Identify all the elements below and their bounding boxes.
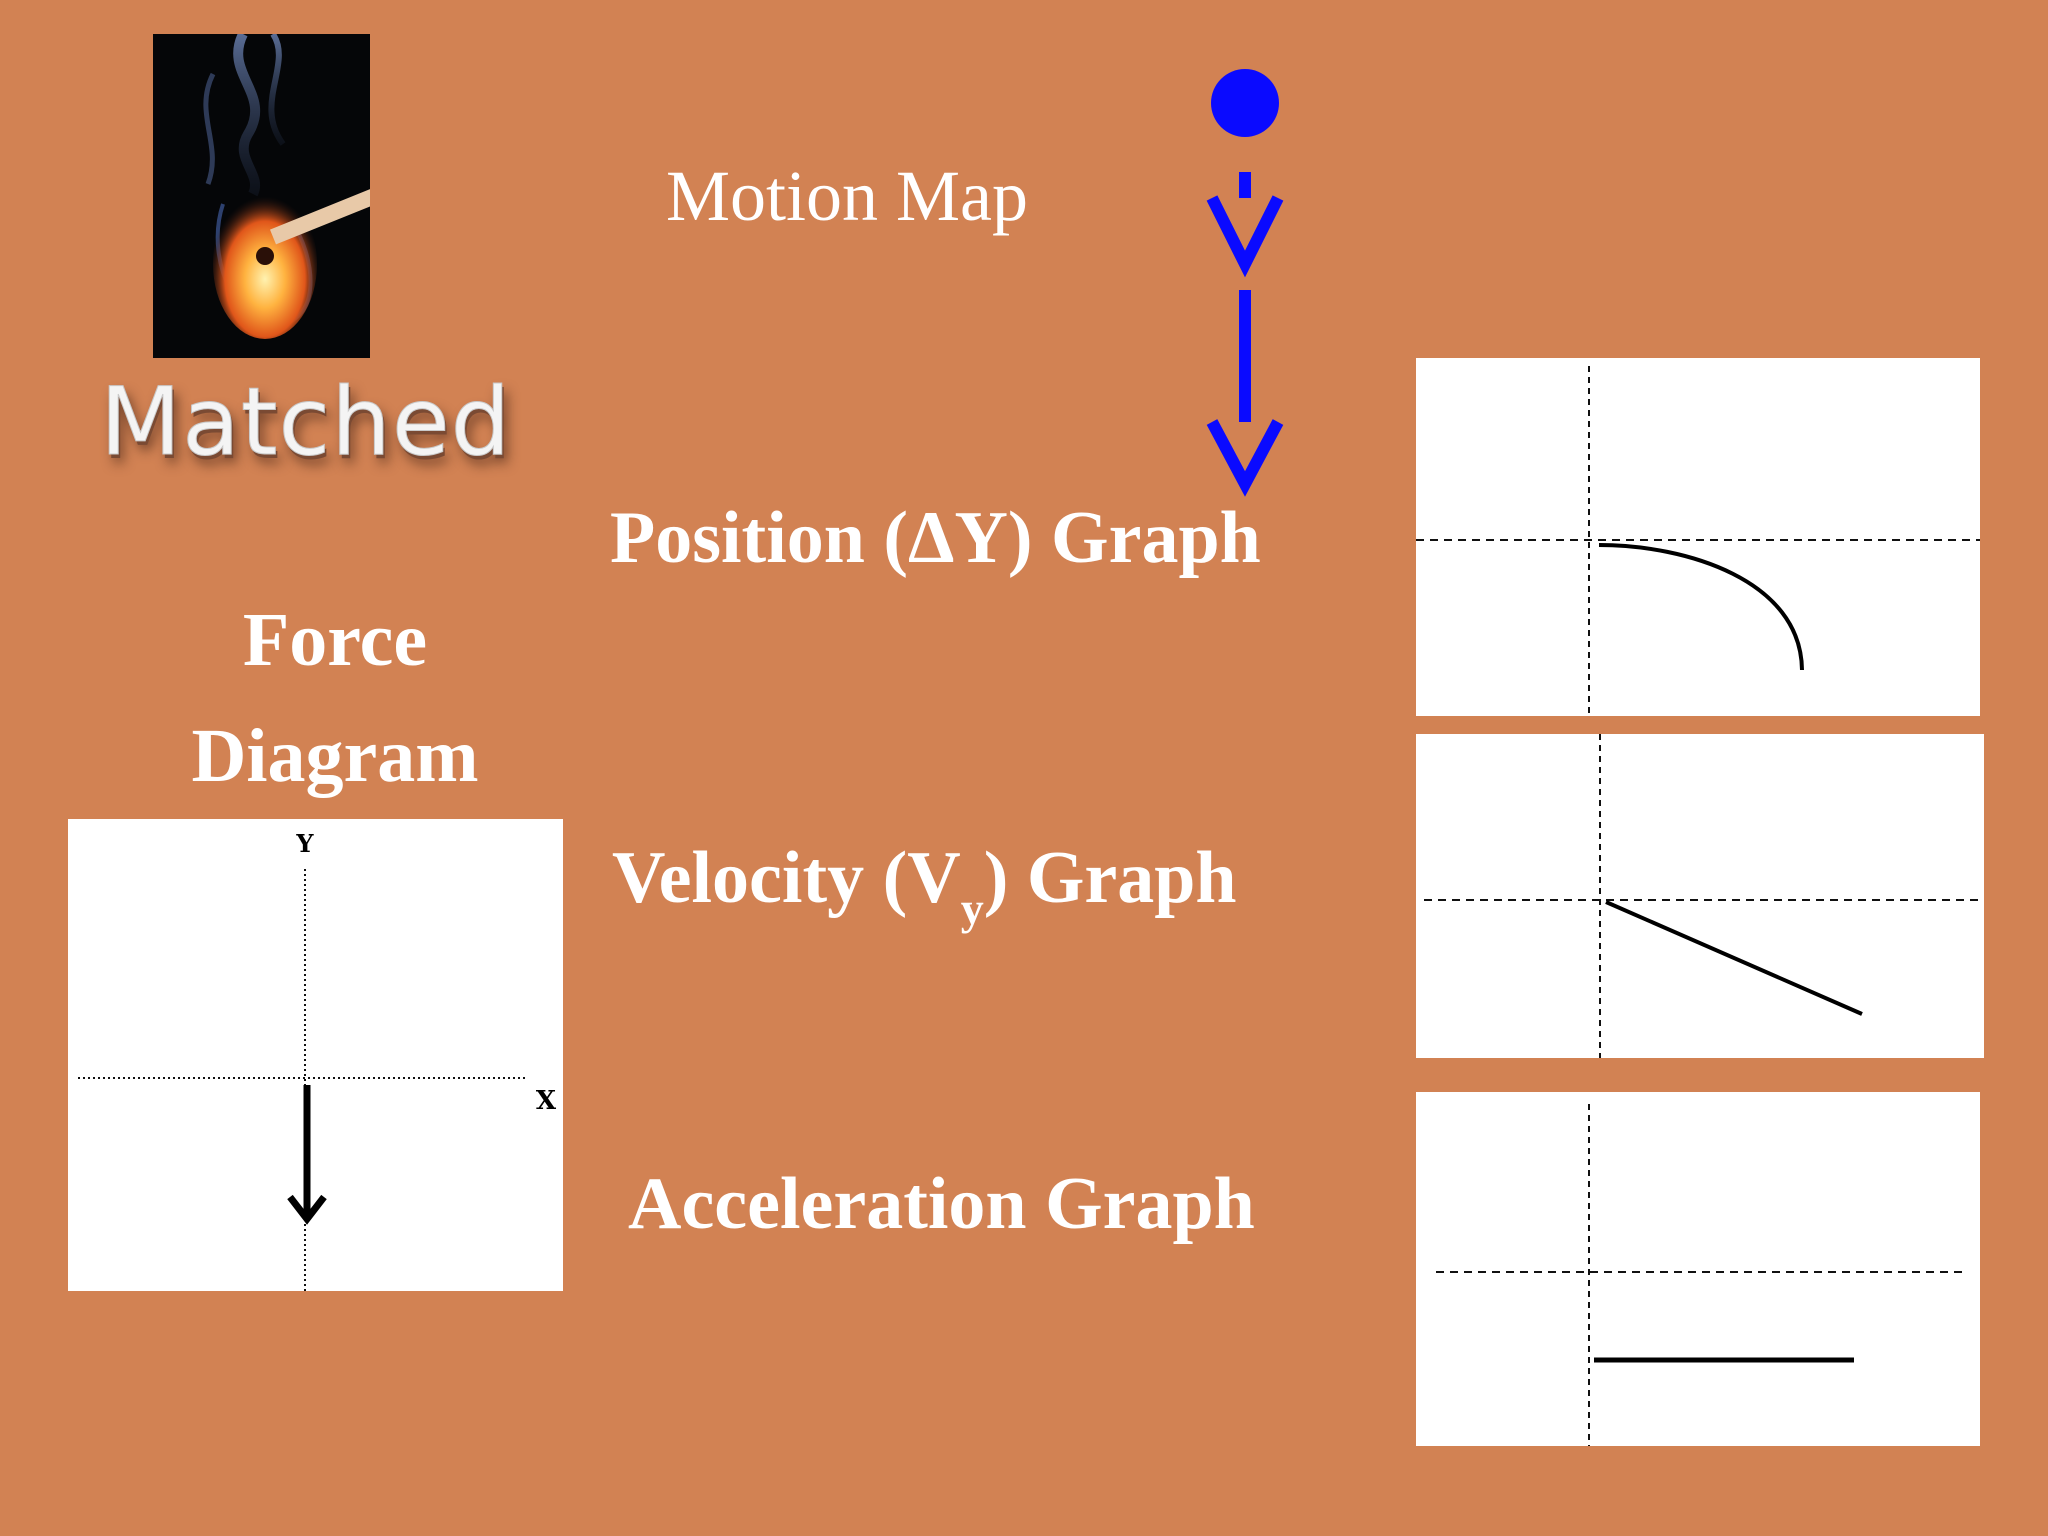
- velocity-title-pre: Velocity (V: [612, 837, 961, 919]
- force-diagram-plot: Y X: [78, 829, 557, 1291]
- velocity-graph-plot: [1424, 734, 1984, 1058]
- position-curve: [1598, 543, 1804, 671]
- burning-match-icon: [203, 34, 370, 339]
- acceleration-graph-title: Acceleration Graph: [628, 1163, 1255, 1245]
- velocity-title-post: ) Graph: [983, 837, 1237, 919]
- x-axis-label: X: [536, 1086, 557, 1116]
- dot-icon: [1211, 69, 1279, 137]
- matched-logo: Matched: [100, 368, 512, 478]
- acceleration-graph-panel: [1416, 1092, 1980, 1446]
- force-title-line1: Force: [242, 598, 428, 682]
- position-graph-title: Position (ΔY) Graph: [610, 497, 1261, 579]
- force-diagram-panel: Y X: [68, 819, 563, 1291]
- acceleration-graph-plot: [1436, 1104, 1964, 1446]
- gravity-force-arrow-icon: [287, 1085, 327, 1225]
- position-graph-plot: [1416, 366, 1980, 716]
- motion-map-title: Motion Map: [666, 156, 1029, 236]
- force-title-line2: Diagram: [191, 714, 479, 798]
- velocity-graph-panel: [1416, 734, 1984, 1058]
- motion-map: [1206, 69, 1284, 497]
- y-axis-label: Y: [295, 829, 314, 858]
- long-down-arrow-icon: [1206, 290, 1284, 497]
- velocity-title-sub: y: [960, 883, 984, 934]
- velocity-graph-title: Velocity (Vy) Graph: [612, 836, 1237, 935]
- short-down-arrow-icon: [1206, 172, 1284, 278]
- force-diagram-title: Force Diagram: [130, 582, 540, 814]
- burning-match-photo: [153, 34, 370, 358]
- position-graph-panel: [1416, 358, 1980, 716]
- velocity-line: [1605, 900, 1863, 1016]
